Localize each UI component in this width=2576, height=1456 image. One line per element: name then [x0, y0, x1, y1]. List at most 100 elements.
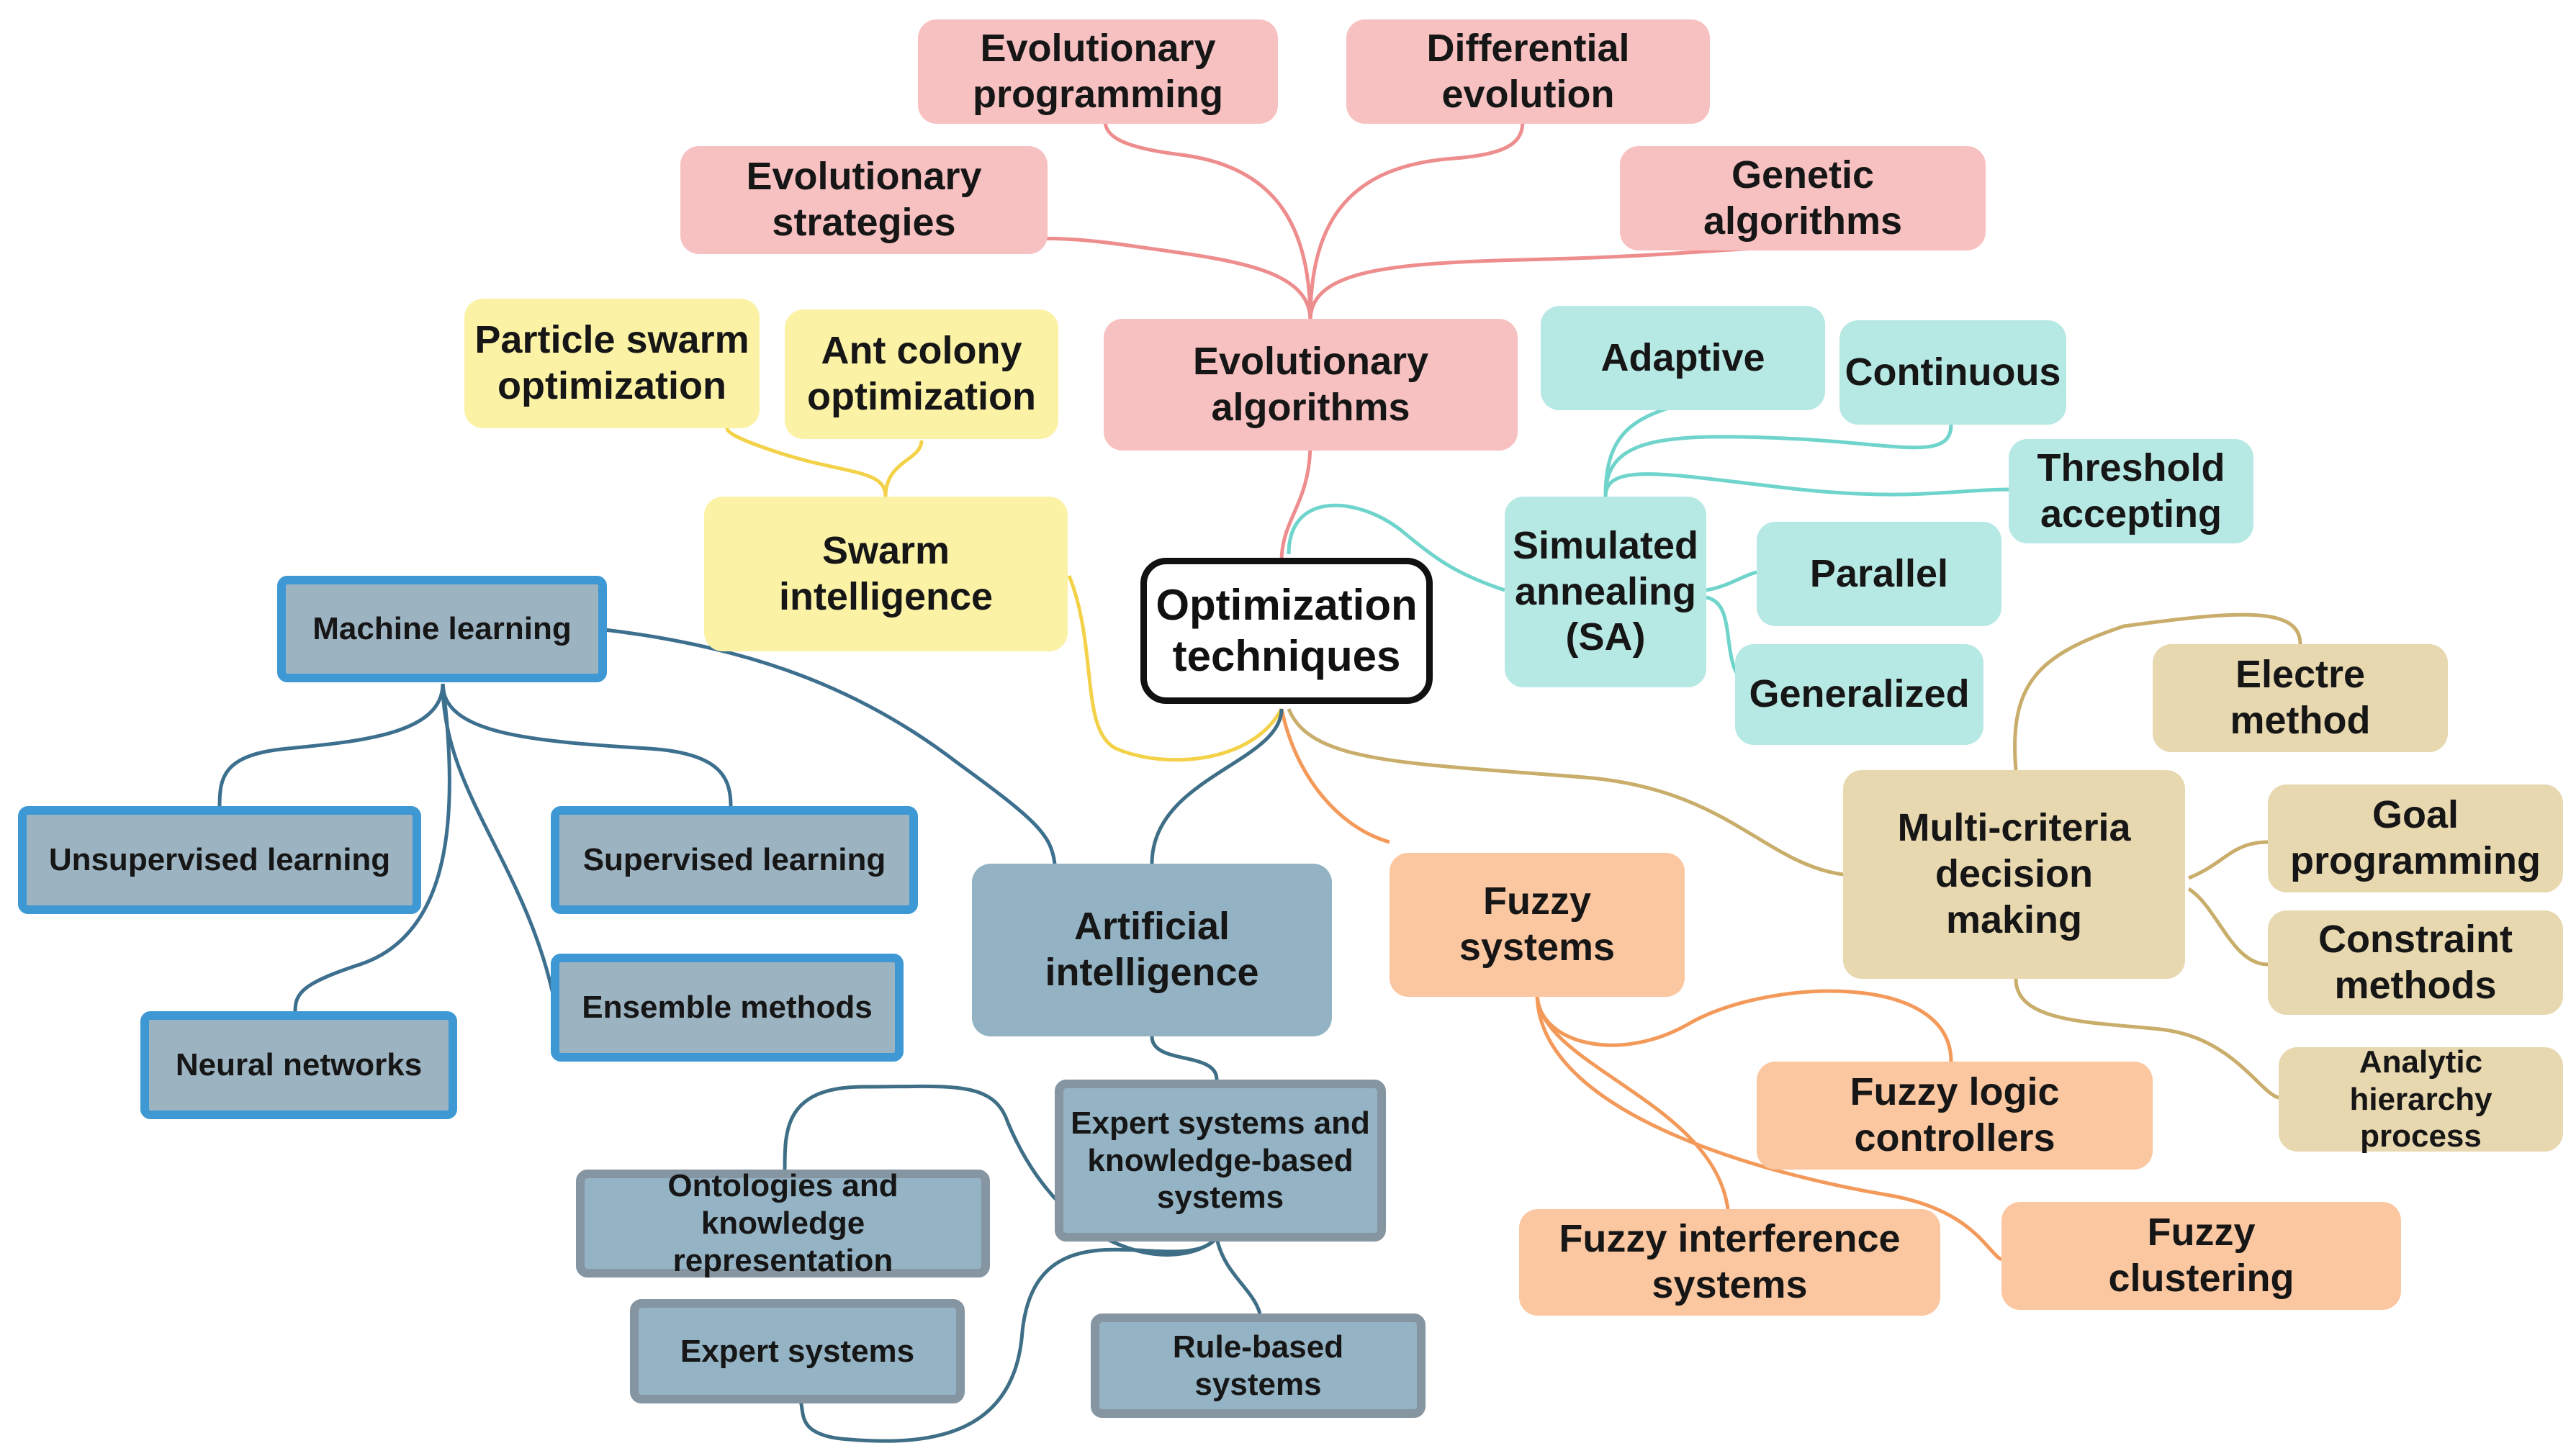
link-fuzzy-clustering	[1535, 992, 2003, 1262]
differential-evolution-node[interactable]: Differential evolution	[1346, 19, 1710, 124]
link-mcdm-constraint	[2187, 887, 2269, 967]
ensemble-methods-label: Ensemble methods	[582, 990, 873, 1026]
expert-systems-node[interactable]: Expert systems	[630, 1299, 965, 1403]
threshold-accepting-node[interactable]: Threshold accepting	[2009, 439, 2253, 543]
link-center-annealing	[1287, 503, 1505, 592]
fuzzy-logic-controllers-label: Fuzzy logic controllers	[1850, 1070, 2060, 1159]
machine-learning-label: Machine learning	[312, 611, 572, 647]
machine-learning-node[interactable]: Machine learning	[277, 576, 607, 682]
link-annealing-parallel	[1706, 570, 1757, 592]
fuzzy-inference-systems-label: Fuzzy interference systems	[1559, 1217, 1901, 1306]
link-evolutionary-programming	[1103, 120, 1312, 321]
supervised-learning-node[interactable]: Supervised learning	[551, 806, 918, 914]
threshold-accepting-label: Threshold accepting	[2037, 446, 2225, 535]
link-annealing-continuous	[1603, 424, 1953, 497]
ontologies-node[interactable]: Ontologies and knowledge representation	[576, 1168, 990, 1278]
link-mcdm-ahp	[2014, 978, 2279, 1100]
fuzzy-clustering-node[interactable]: Fuzzy clustering	[2001, 1202, 2401, 1310]
parallel-node[interactable]: Parallel	[1757, 522, 2001, 626]
generalized-label: Generalized	[1749, 672, 1970, 716]
neural-networks-label: Neural networks	[175, 1047, 423, 1083]
expert-systems-kbs-label: Expert systems and knowledge-based syste…	[1071, 1105, 1370, 1216]
artificial-intelligence-label: Artificial intelligence	[1045, 905, 1259, 994]
fuzzy-logic-controllers-node[interactable]: Fuzzy logic controllers	[1757, 1062, 2153, 1170]
differential-evolution-label: Differential evolution	[1426, 26, 1630, 116]
link-annealing-threshold	[1603, 472, 2009, 497]
continuous-node[interactable]: Continuous	[1839, 320, 2066, 425]
link-ai-expertkbs	[1150, 1036, 1219, 1080]
evolutionary-programming-label: Evolutionary programming	[972, 26, 1224, 116]
link-expertkbs-rulebased	[1215, 1237, 1262, 1314]
link-annealing-adaptive	[1603, 401, 1685, 497]
link-ml-neural	[293, 683, 451, 1012]
link-center-ai	[1150, 708, 1284, 864]
link-mcdm-goal	[2188, 840, 2269, 880]
fuzzy-connectors	[1279, 708, 2003, 1262]
evolutionary-programming-node[interactable]: Evolutionary programming	[918, 19, 1278, 124]
swarm-intelligence-label: Swarm intelligence	[778, 528, 994, 618]
particle-swarm-node[interactable]: Particle swarm optimization	[464, 299, 760, 428]
center-label: Optimization techniques	[1156, 580, 1418, 680]
evolutionary-algorithms-node[interactable]: Evolutionary algorithms	[1104, 319, 1518, 451]
link-center-fuzzy	[1279, 708, 1390, 844]
link-fuzzy-inference	[1535, 992, 1730, 1210]
rule-based-systems-node[interactable]: Rule-based systems	[1091, 1313, 1426, 1418]
electre-method-node[interactable]: Electre method	[2153, 644, 2448, 752]
simulated-annealing-label: Simulated annealing (SA)	[1512, 523, 1699, 659]
mcdm-connectors	[1287, 612, 2302, 1100]
rule-based-systems-label: Rule-based systems	[1172, 1329, 1344, 1402]
constraint-methods-label: Constraint methods	[2318, 917, 2513, 1007]
swarm-connectors	[725, 428, 1284, 762]
link-center-swarm	[1067, 575, 1284, 762]
ontologies-label: Ontologies and knowledge representation	[667, 1168, 899, 1278]
goal-programming-label: Goal programming	[2289, 793, 2541, 882]
evolutionary-strategies-label: Evolutionary strategies	[746, 155, 982, 244]
center-node[interactable]: Optimization techniques	[1140, 558, 1433, 704]
generalized-node[interactable]: Generalized	[1735, 644, 1983, 745]
constraint-methods-node[interactable]: Constraint methods	[2268, 910, 2563, 1015]
link-ml-supervised	[441, 683, 733, 807]
ai-connectors	[783, 708, 1284, 1443]
simulated-annealing-node[interactable]: Simulated annealing (SA)	[1505, 497, 1706, 687]
link-swarm-aco	[883, 440, 924, 497]
unsupervised-learning-node[interactable]: Unsupervised learning	[18, 806, 421, 914]
link-expertkbs-expert	[797, 1236, 1218, 1443]
fuzzy-systems-label: Fuzzy systems	[1459, 880, 1616, 969]
fuzzy-systems-node[interactable]: Fuzzy systems	[1390, 853, 1685, 997]
link-center-evolutionary	[1279, 442, 1312, 562]
evolutionary-algorithms-label: Evolutionary algorithms	[1192, 339, 1429, 429]
fuzzy-inference-systems-node[interactable]: Fuzzy interference systems	[1519, 1209, 1940, 1316]
ant-colony-node[interactable]: Ant colony optimization	[785, 309, 1058, 439]
mcdm-label: Multi-criteria decision making	[1897, 806, 2131, 941]
mcdm-node[interactable]: Multi-criteria decision making	[1843, 770, 2185, 979]
adaptive-node[interactable]: Adaptive	[1541, 306, 1825, 410]
expert-systems-label: Expert systems	[680, 1333, 915, 1369]
ahp-label: Analytic hierarchy process	[2349, 1044, 2492, 1154]
supervised-learning-label: Supervised learning	[582, 842, 886, 878]
genetic-algorithms-label: Genetic algorithms	[1703, 153, 1903, 243]
evolutionary-strategies-node[interactable]: Evolutionary strategies	[680, 146, 1048, 254]
swarm-intelligence-node[interactable]: Swarm intelligence	[704, 497, 1068, 651]
link-evolutionary-differential	[1308, 120, 1525, 321]
ahp-node[interactable]: Analytic hierarchy process	[2279, 1044, 2563, 1154]
parallel-label: Parallel	[1809, 551, 1949, 595]
fuzzy-clustering-label: Fuzzy clustering	[2108, 1211, 2294, 1300]
expert-systems-kbs-node[interactable]: Expert systems and knowledge-based syste…	[1055, 1080, 1386, 1242]
unsupervised-learning-label: Unsupervised learning	[48, 842, 391, 878]
adaptive-label: Adaptive	[1600, 335, 1765, 379]
electre-method-label: Electre method	[2230, 653, 2371, 742]
genetic-algorithms-node[interactable]: Genetic algorithms	[1620, 146, 1986, 250]
link-mcdm-electre	[2013, 612, 2302, 771]
link-ml-unsupervised	[217, 683, 445, 807]
neural-networks-node[interactable]: Neural networks	[140, 1011, 457, 1119]
link-swarm-pso	[725, 428, 888, 497]
artificial-intelligence-node[interactable]: Artificial intelligence	[972, 864, 1332, 1036]
goal-programming-node[interactable]: Goal programming	[2268, 784, 2563, 892]
continuous-label: Continuous	[1845, 350, 2061, 394]
particle-swarm-label: Particle swarm optimization	[474, 318, 749, 407]
ensemble-methods-node[interactable]: Ensemble methods	[551, 954, 904, 1062]
link-center-mcdm	[1287, 708, 1844, 877]
ant-colony-label: Ant colony optimization	[807, 329, 1036, 418]
link-fuzzy-controllers	[1535, 989, 1953, 1062]
